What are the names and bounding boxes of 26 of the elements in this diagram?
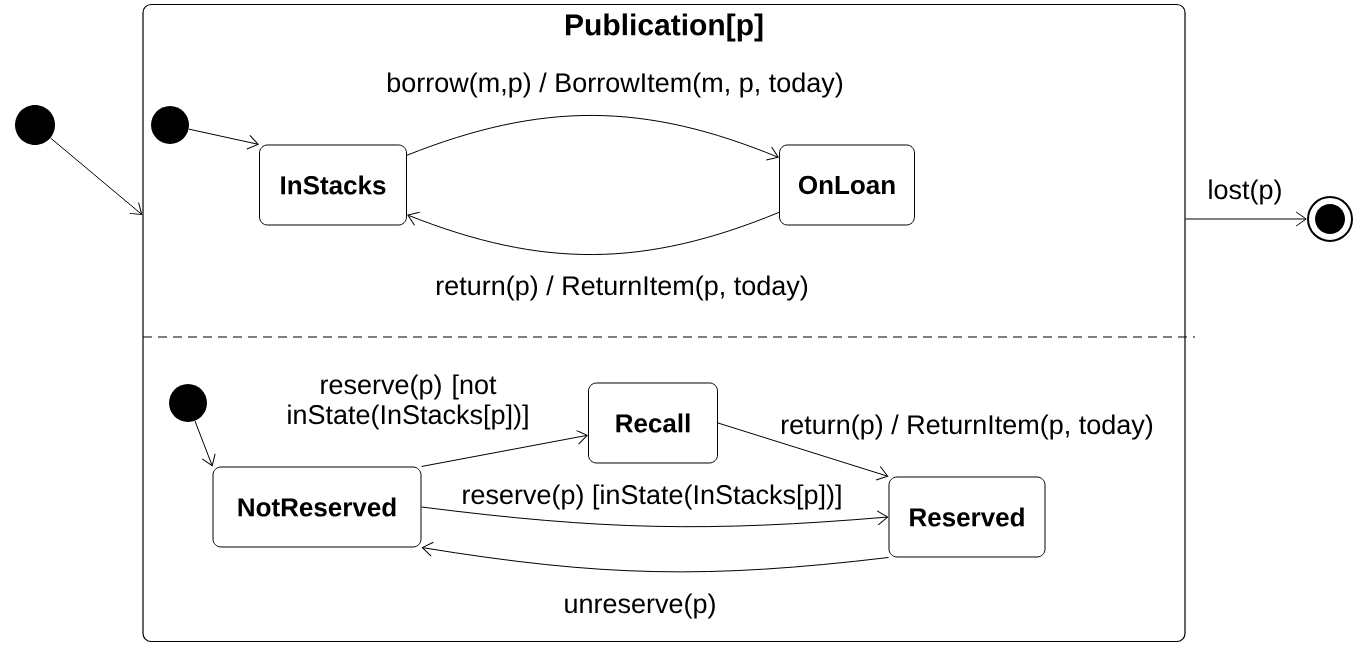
initial-state xyxy=(151,106,189,144)
initial-state xyxy=(169,384,207,422)
arrow xyxy=(717,422,889,481)
state-box: OnLoan xyxy=(779,144,915,226)
state-box: Reserved xyxy=(888,476,1046,558)
edge-label: reserve(p) [not inState(InStacks[p])] xyxy=(288,374,528,430)
state-box: InStacks xyxy=(259,144,407,226)
edge-label: return(p) / ReturnItem(p, today) xyxy=(782,414,1153,440)
arrow xyxy=(50,137,143,215)
edge-label: unreserve(p) xyxy=(565,593,715,619)
initial-state xyxy=(15,105,55,145)
arrow xyxy=(1185,211,1307,227)
edge-label: reserve(p) [inState(InStacks[p])] xyxy=(463,484,841,510)
state-box: Recall xyxy=(588,382,718,464)
arrow xyxy=(421,429,588,467)
arrow xyxy=(407,211,780,256)
state-box: NotReserved xyxy=(212,466,422,548)
arrow xyxy=(421,541,889,573)
edge-label: borrow(m,p) / BorrowItem(m, p, today) xyxy=(387,72,843,98)
edge-label: lost(p) xyxy=(1209,179,1281,205)
edge-label: return(p) / ReturnItem(p, today) xyxy=(437,275,808,301)
arrow xyxy=(194,420,216,467)
arrow xyxy=(421,506,889,528)
final-state xyxy=(1307,196,1353,242)
arrow xyxy=(406,114,779,161)
arrow xyxy=(188,128,259,150)
